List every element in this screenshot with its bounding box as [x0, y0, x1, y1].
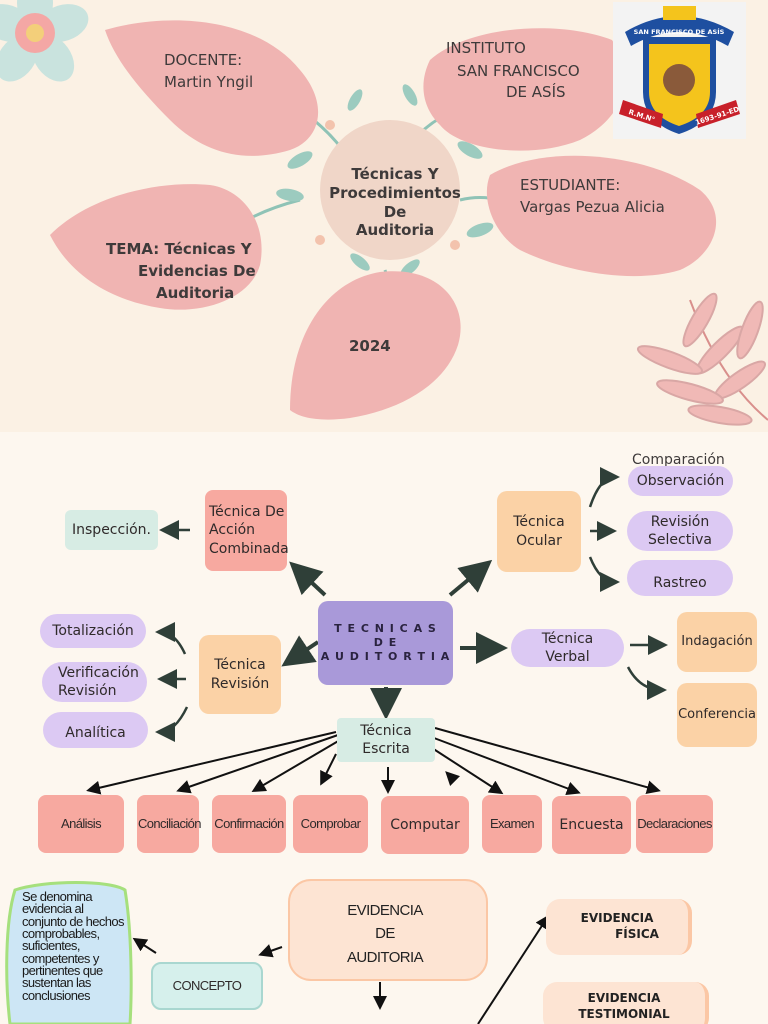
leaf-docente: [105, 20, 319, 156]
ocular-child-observacion: Observación: [628, 466, 733, 496]
combinada-line2: Acción: [209, 522, 256, 539]
ocular-line2: Ocular: [516, 532, 562, 549]
node-escrita: Técnica Escrita: [337, 718, 435, 762]
node-inspeccion: Inspección.: [65, 510, 158, 550]
ocular-child-revision: Revisión Selectiva: [627, 511, 733, 551]
center-title-line3: Auditoria: [355, 221, 435, 240]
concept-definition: Se denomina evidencia al conjunto de hec…: [22, 889, 125, 1003]
node-revision: Técnica Revisión: [199, 635, 281, 714]
revision-child-verificacion: Verificación Revisión: [42, 662, 147, 702]
escrita-line2: Escrita: [362, 741, 410, 757]
evidence-title-line1: EVIDENCIA: [347, 902, 423, 920]
center-title-line2: Procedimientos De: [329, 183, 461, 221]
node-ocular: Técnica Ocular: [497, 491, 581, 572]
techniques-section: T E C N I C A S D E A U D I T O R T I A …: [0, 432, 768, 1024]
flower-icon: [0, 0, 89, 82]
leaf-tema: [50, 184, 262, 310]
evidence-testimonial-line2: TESTIMONIAL: [578, 1007, 670, 1021]
main-node-line2: D E: [373, 635, 398, 649]
tema-line2: Evidencias De: [138, 262, 256, 280]
verbal-line2: Verbal: [545, 649, 590, 665]
evidence-fisica-line1: EVIDENCIA: [580, 911, 654, 926]
evidence-title-line2: DE: [375, 925, 395, 943]
escrita-child-confirmacion: Confirmación: [212, 795, 286, 853]
estudiante-label: ESTUDIANTE:: [520, 176, 621, 194]
escrita-child-computar: Computar: [381, 796, 469, 854]
escrita-child-declaraciones: Declaraciones: [636, 795, 713, 853]
main-node-line3: A U D I T O R T I A: [320, 650, 451, 664]
tema-line3: Auditoria: [156, 284, 235, 302]
center-title: Técnicas Y Procedimientos De Auditoria: [320, 165, 470, 240]
escrita-child-encuesta: Encuesta: [552, 796, 631, 854]
revision-child-analitica: Analítica: [43, 712, 148, 748]
verbal-child-indagacion: Indagación: [677, 612, 757, 672]
evidence-title: EVIDENCIA DE AUDITORIA: [300, 888, 470, 980]
cover-section: SAN FRANCISCO DE ASÍS R.M.N° 1693-91-ED …: [0, 0, 768, 432]
fern-icon: [636, 292, 768, 426]
escrita-child-comprobar: Comprobar: [293, 795, 368, 853]
main-node-line1: T E C N I C A S: [334, 621, 437, 635]
ocular-child-rastreo: Rastreo: [627, 560, 733, 596]
verbal-child-conferencia: Conferencia: [677, 683, 757, 747]
leaf-estudiante: [486, 155, 717, 277]
institution-logo: SAN FRANCISCO DE ASÍS R.M.N° 1693-91-ED: [613, 2, 746, 139]
evidence-testimonial: EVIDENCIA TESTIMONIAL: [543, 982, 709, 1024]
evidence-testimonial-line1: EVIDENCIA: [587, 991, 661, 1006]
docente-name: Martin Yngil: [164, 73, 254, 91]
evidence-fisica: EVIDENCIA FÍSICA: [546, 899, 692, 955]
concept-label: CONCEPTO: [151, 962, 263, 1010]
estudiante-name: Vargas Pezua Alicia: [520, 198, 665, 216]
revision-child-verificacion-line1: Verificación: [58, 664, 139, 681]
verbal-line1: Técnica: [541, 630, 594, 647]
revision-child-verificacion-line2: Revisión: [58, 683, 117, 699]
leaf-year: [290, 271, 461, 420]
combinada-line3: Combinada: [209, 540, 289, 557]
node-verbal: Técnica Verbal: [511, 629, 624, 667]
ocular-child-revision-line1: Revisión: [650, 513, 710, 530]
ocular-child-comparacion: Comparación: [632, 452, 725, 468]
instituto-line1: INSTITUTO: [446, 39, 526, 57]
tema-line1: TEMA: Técnicas Y: [106, 240, 252, 258]
connector-lines: [5, 467, 668, 1024]
year: 2024: [349, 337, 391, 355]
escrita-child-conciliacion: Conciliación: [137, 795, 202, 853]
instituto-line3: DE ASÍS: [506, 83, 566, 101]
escrita-line1: Técnica: [360, 722, 412, 739]
logo-arc-text: SAN FRANCISCO DE ASÍS: [634, 27, 725, 36]
docente-label: DOCENTE:: [164, 51, 243, 69]
revision-line1: Técnica: [214, 657, 266, 674]
instituto-line2: SAN FRANCISCO: [457, 62, 580, 80]
evidence-fisica-line2: FÍSICA: [615, 927, 659, 941]
leaf-instituto: [423, 28, 626, 151]
main-node-tecnicas: T E C N I C A S D E A U D I T O R T I A: [318, 601, 453, 685]
escrita-child-examen: Examen: [482, 795, 542, 853]
escrita-child-analisis: Análisis: [38, 795, 124, 853]
ocular-line1: Técnica: [513, 514, 565, 531]
revision-child-totalizacion: Totalización: [40, 614, 146, 648]
center-title-line1: Técnicas Y: [351, 165, 439, 183]
evidence-title-line3: AUDITORIA: [346, 948, 424, 966]
revision-line2: Revisión: [210, 675, 270, 692]
node-combinada: Técnica De Acción Combinada: [205, 490, 289, 571]
combinada-line1: Técnica De: [209, 504, 285, 521]
cover-decoration: [0, 0, 768, 426]
ocular-child-revision-line2: Selectiva: [648, 532, 712, 548]
